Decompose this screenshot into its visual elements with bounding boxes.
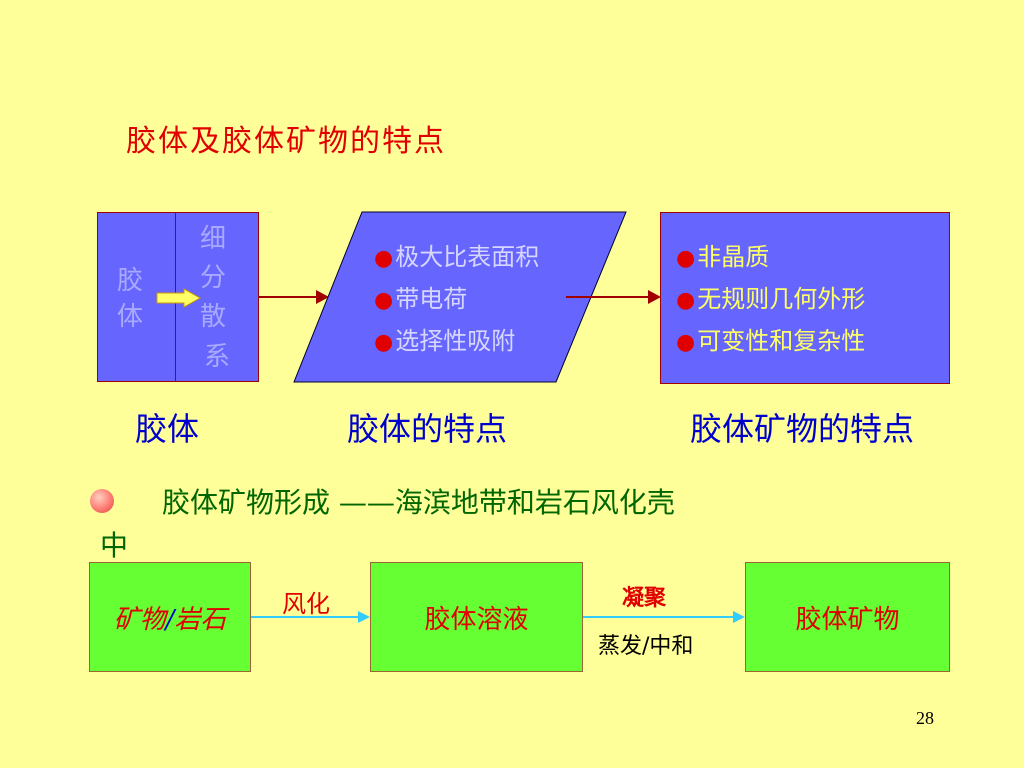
mineral-feature-item: ●无规则几何外形 xyxy=(676,285,866,313)
colloid-label-char: 体 xyxy=(116,302,143,332)
bullet-icon: ● xyxy=(676,330,696,355)
flow-label-evaporation: 蒸发/中和 xyxy=(598,634,694,659)
mineral-features-box xyxy=(660,212,950,384)
colloid-label-char: 胶 xyxy=(116,266,143,296)
dispersion-label-char: 系 xyxy=(203,342,230,372)
feature-item: ●带电荷 xyxy=(374,285,468,313)
bullet-icon: ● xyxy=(676,246,696,271)
round-bullet-icon xyxy=(90,489,114,513)
features-parallelogram xyxy=(293,211,627,383)
page-number: 28 xyxy=(916,708,934,728)
caption-mineral-features: 胶体矿物的特点 xyxy=(690,410,915,448)
flow-arrow-head-icon xyxy=(733,611,745,623)
flow-label-weathering: 风化 xyxy=(282,590,330,618)
caption-colloid: 胶体 xyxy=(135,410,200,448)
mineral-feature-item: ●非晶质 xyxy=(676,243,770,271)
dispersion-label-char: 散 xyxy=(199,302,226,332)
inner-block-arrow-icon xyxy=(156,288,202,308)
flow-arrow-head-icon xyxy=(358,611,370,623)
formation-text-wrap: 中 xyxy=(100,529,129,562)
mineral-feature-item: ●可变性和复杂性 xyxy=(676,327,866,355)
bullet-icon: ● xyxy=(374,288,394,313)
arrow-line-1 xyxy=(259,296,321,298)
flow-box-label: 胶体溶液 xyxy=(424,604,529,635)
caption-colloid-features: 胶体的特点 xyxy=(347,410,508,448)
arrow-head-icon xyxy=(648,290,661,304)
bullet-icon: ● xyxy=(676,288,696,313)
mineral-features-list: ●非晶质 ●无规则几何外形 ●可变性和复杂性 xyxy=(676,242,865,368)
feature-item: ●选择性吸附 xyxy=(374,327,516,355)
arrow-line-2 xyxy=(566,296,652,298)
flow-arrow-line-1 xyxy=(251,616,363,618)
bullet-icon: ● xyxy=(374,330,394,355)
flow-box-label: 胶体矿物 xyxy=(795,604,900,635)
formation-text: 胶体矿物形成 ——海滨地带和岩石风化壳 xyxy=(162,486,675,519)
flow-box-colloid-mineral: 胶体矿物 xyxy=(745,562,950,672)
dispersion-label-char: 细 xyxy=(199,224,226,254)
feature-item: ●极大比表面积 xyxy=(374,243,540,271)
arrow-head-icon xyxy=(316,290,329,304)
flow-label-coagulation: 凝聚 xyxy=(622,586,667,611)
flow-box-mineral-rock: 矿物/岩石 xyxy=(89,562,251,672)
flow-box-colloid-solution: 胶体溶液 xyxy=(370,562,583,672)
dispersion-label-char: 分 xyxy=(199,263,226,293)
features-list: ●极大比表面积 ●带电荷 ●选择性吸附 xyxy=(374,242,539,368)
flow-box-label: 矿物/岩石 xyxy=(113,604,227,635)
slide-title: 胶体及胶体矿物的特点 xyxy=(126,124,446,159)
flow-arrow-line-2 xyxy=(583,616,738,618)
bullet-icon: ● xyxy=(374,246,394,271)
